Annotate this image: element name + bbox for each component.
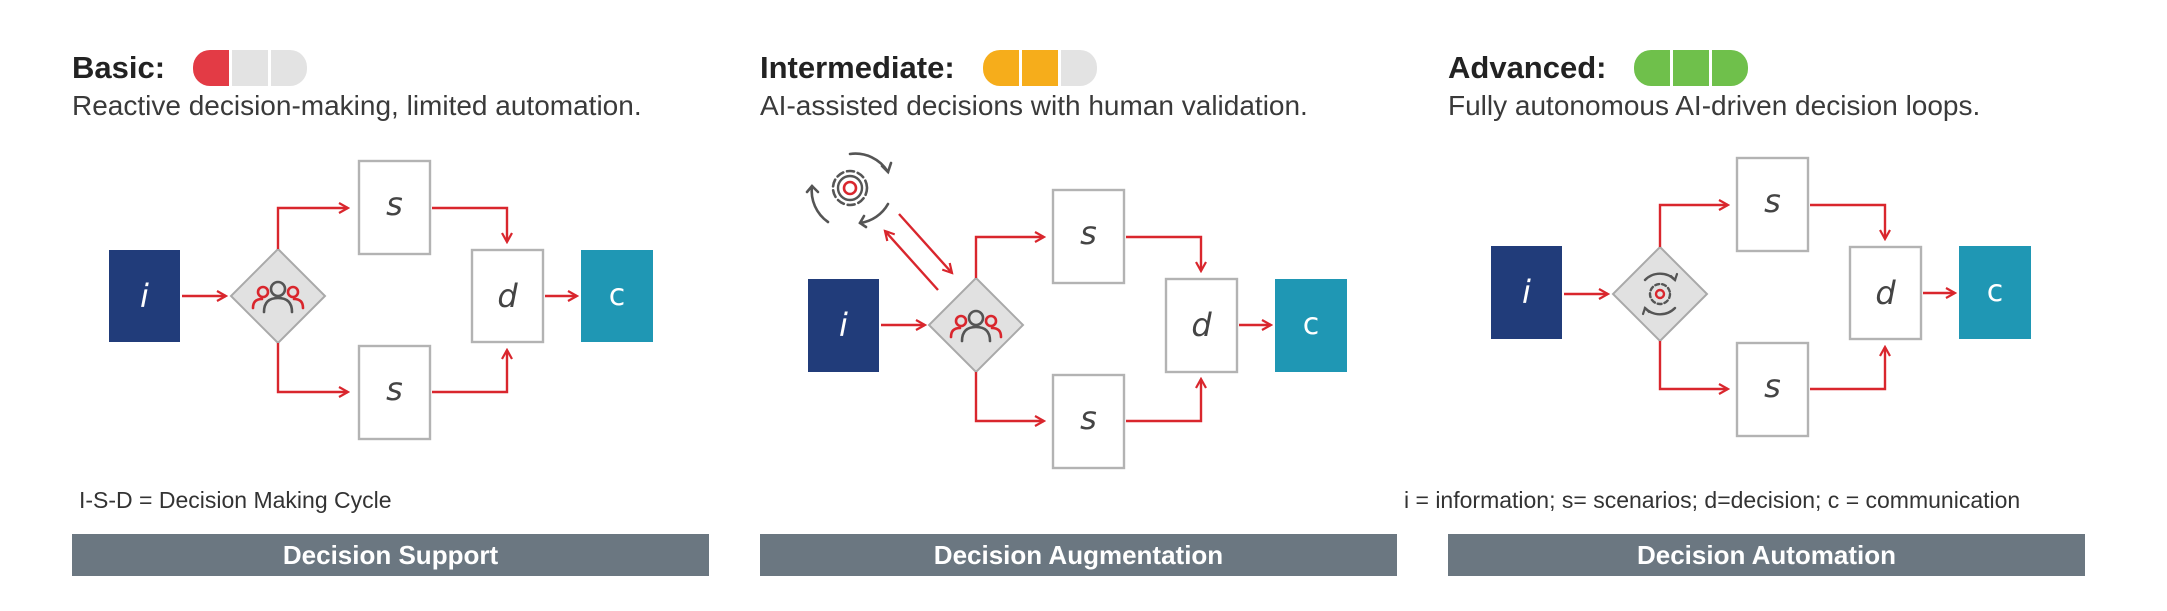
- communication-box: c: [581, 250, 653, 342]
- meter-segment-2: [1673, 50, 1710, 86]
- decision-label: d: [497, 277, 518, 315]
- panel-advanced: Advanced: Fully autonomous AI-driven dec…: [1448, 0, 2088, 611]
- arrow-hub-to-s-top: [276, 208, 348, 249]
- level-header: Basic:: [72, 44, 308, 92]
- arrow-hub-to-ai: [885, 231, 939, 291]
- gear-cycle-icon: [1641, 272, 1679, 316]
- arrow-hub-to-s-top: [974, 237, 1044, 278]
- level-description: AI-assisted decisions with human validat…: [760, 90, 1308, 121]
- category-banner: Decision Automation: [1448, 534, 2085, 576]
- meter-segment-3: [1060, 50, 1097, 86]
- communication-label: c: [609, 278, 626, 313]
- scenario-box-top: s: [357, 159, 432, 256]
- decision-flow-diagram: i s s: [805, 152, 1347, 470]
- panel-basic: Basic: Reactive decision-making, limited…: [72, 0, 712, 611]
- meter-segment-1: [1634, 50, 1671, 86]
- information-label: i: [1522, 273, 1531, 311]
- scenario-label: s: [386, 185, 403, 223]
- arrow-s-bottom-to-d: [1126, 379, 1201, 423]
- meter-segment-3: [271, 50, 308, 86]
- meter-segment-1: [193, 50, 230, 86]
- information-box: i: [1491, 246, 1562, 339]
- scenario-box-bottom: s: [357, 344, 432, 441]
- arrow-hub-to-s-bottom: [974, 372, 1044, 421]
- maturity-meter: [982, 50, 1097, 86]
- scenario-label: s: [1080, 399, 1097, 437]
- decision-box: d: [1848, 245, 1923, 341]
- human-hub: [229, 247, 327, 345]
- information-box: i: [109, 250, 180, 342]
- scenario-label: s: [1764, 182, 1781, 220]
- scenario-box-bottom: s: [1735, 341, 1810, 438]
- legend-note-abbreviations: i = information; s= scenarios; d=decisio…: [1404, 487, 2021, 513]
- arrow-s-bottom-to-d: [1810, 347, 1885, 391]
- scenario-box-top: s: [1051, 188, 1126, 285]
- scenario-box-top: s: [1735, 156, 1810, 253]
- scenario-box-bottom: s: [1051, 373, 1126, 470]
- decision-flow-diagram: i s s: [1491, 156, 2031, 438]
- arrow-ai-to-hub: [898, 213, 952, 273]
- scenario-label: s: [1080, 214, 1097, 252]
- people-icon: [251, 280, 305, 314]
- category-banner: Decision Support: [72, 534, 709, 576]
- arrow-s-top-to-d: [1126, 235, 1201, 271]
- legend-note-cycle: I-S-D = Decision Making Cycle: [79, 487, 392, 513]
- scenario-label: s: [386, 370, 403, 408]
- arrow-s-top-to-d: [1810, 203, 1885, 239]
- information-label: i: [839, 306, 848, 344]
- arrow-hub-to-s-bottom: [1658, 341, 1728, 389]
- maturity-meter: [193, 50, 308, 86]
- meter-segment-2: [232, 50, 269, 86]
- level-title: Basic:: [72, 50, 166, 85]
- level-description: Reactive decision-making, limited automa…: [72, 90, 642, 121]
- meter-segment-2: [1021, 50, 1058, 86]
- communication-box: c: [1959, 246, 2031, 339]
- arrow-hub-to-s-bottom: [276, 343, 348, 392]
- panel-intermediate: Intermediate: AI-assisted decisions with…: [760, 0, 1400, 611]
- scenario-label: s: [1764, 367, 1781, 405]
- arrow-s-top-to-d: [432, 206, 507, 242]
- decision-label: d: [1875, 274, 1896, 312]
- decision-flow-diagram: i s s: [109, 159, 653, 441]
- level-description: Fully autonomous AI-driven decision loop…: [1448, 90, 1981, 121]
- arrow-s-bottom-to-d: [432, 350, 507, 394]
- people-icon: [949, 309, 1003, 343]
- decision-box: d: [470, 248, 545, 344]
- communication-box: c: [1275, 279, 1347, 372]
- level-header: Intermediate:: [760, 44, 1097, 92]
- decision-label: d: [1191, 306, 1212, 344]
- human-hub: [927, 276, 1025, 374]
- ai-hub: [1611, 245, 1709, 343]
- meter-segment-3: [1712, 50, 1749, 86]
- meter-segment-1: [982, 50, 1019, 86]
- decision-box: d: [1164, 277, 1239, 374]
- communication-label: c: [1987, 274, 2004, 309]
- level-title: Advanced:: [1448, 50, 1607, 85]
- communication-label: c: [1303, 307, 1320, 342]
- level-header: Advanced:: [1448, 44, 1749, 92]
- gear-cycle-icon: [805, 152, 893, 229]
- maturity-meter: [1634, 50, 1749, 86]
- information-label: i: [140, 277, 149, 315]
- information-box: i: [808, 279, 879, 372]
- level-title: Intermediate:: [760, 50, 955, 85]
- category-banner: Decision Augmentation: [760, 534, 1397, 576]
- arrow-hub-to-s-top: [1658, 205, 1728, 247]
